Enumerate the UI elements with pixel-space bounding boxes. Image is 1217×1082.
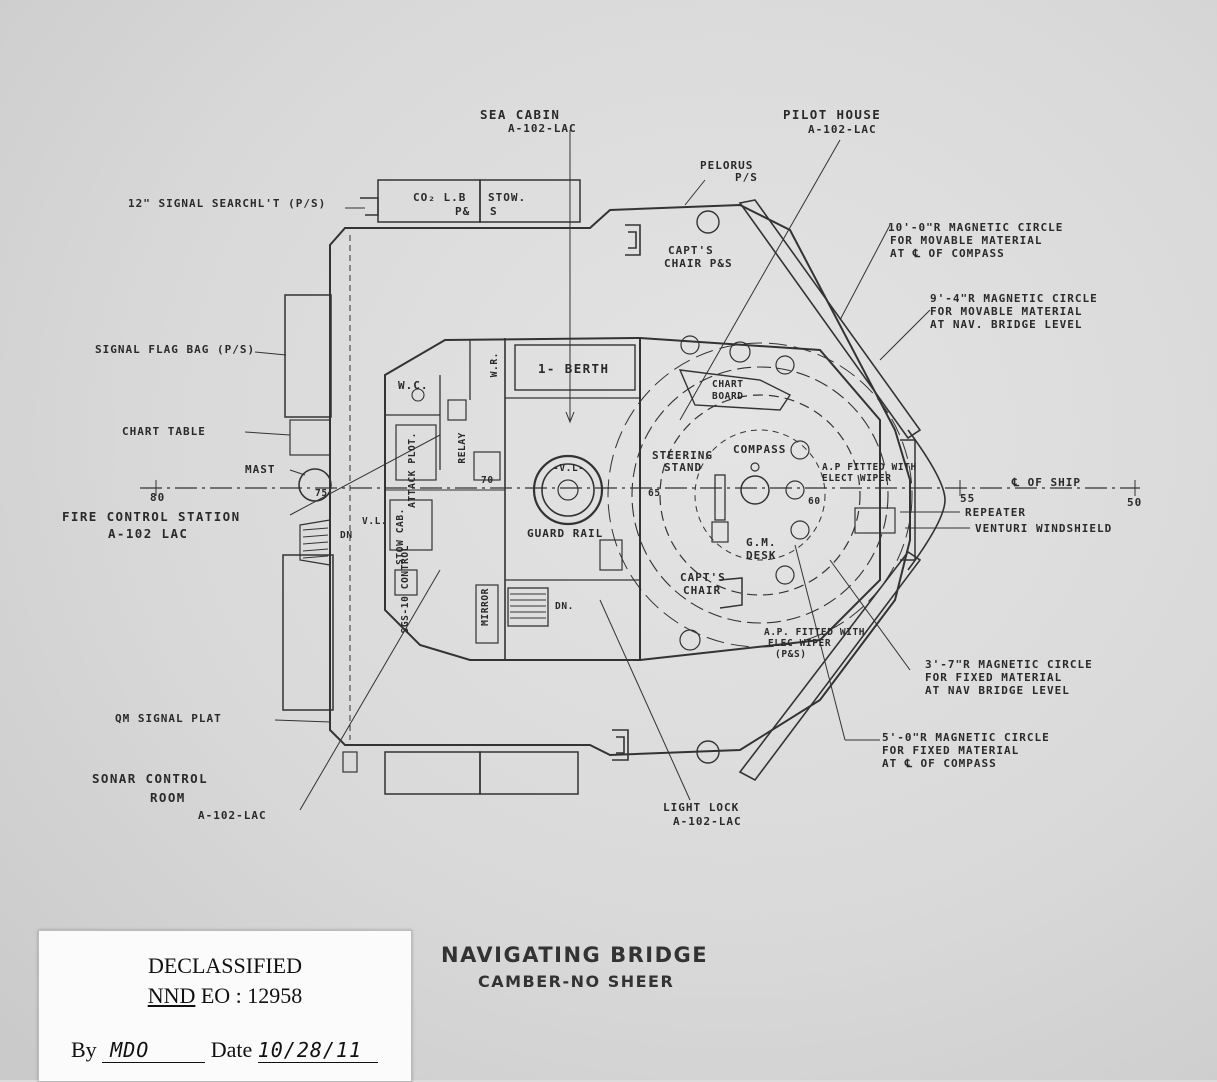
label-chart-table: CHART TABLE xyxy=(122,425,206,438)
label-frame-50: 50 xyxy=(1127,496,1143,509)
pilot-house-front xyxy=(907,429,946,571)
stamp-line-1: DECLASSIFIED xyxy=(147,953,302,978)
label-ap-fitted-b2: ELEC WIPER xyxy=(768,638,832,649)
label-circle-9-a: 9'-4"R MAGNETIC CIRCLE xyxy=(930,292,1098,305)
stamp-line-2: NND EO : 12958 xyxy=(39,983,411,1009)
deck-outline xyxy=(329,203,911,757)
label-co2: CO₂ L.B xyxy=(413,191,467,204)
label-circle-10-a: 10'-0"R MAGNETIC CIRCLE xyxy=(888,221,1064,234)
label-dn-left: DN xyxy=(340,530,353,541)
label-pilot-house-ref: A-102-LAC xyxy=(808,123,877,136)
label-stow: STOW. xyxy=(488,191,527,204)
label-circle-10-c: AT ℄ OF COMPASS xyxy=(890,247,1005,260)
label-repeater: REPEATER xyxy=(965,506,1026,519)
label-signal-searchlight: 12" SIGNAL SEARCHL'T (P/S) xyxy=(128,197,327,210)
label-vl-side: V.L. xyxy=(362,516,388,527)
label-frame-75: 75 xyxy=(315,488,328,499)
label-capts-chair-1: CAPT'S xyxy=(680,571,726,584)
label-frame-70: 70 xyxy=(481,475,494,486)
label-sea-cabin-ref: A-102-LAC xyxy=(508,122,577,135)
label-sonar-2: ROOM xyxy=(150,790,186,805)
label-steering-stand-2: STAND xyxy=(664,461,703,474)
label-wr: W.R. xyxy=(489,352,500,378)
stamp-by-label: By xyxy=(71,1037,97,1062)
label-attack-plot: ATTACK PLOT. xyxy=(407,432,418,508)
windshield-lower xyxy=(738,550,922,782)
label-guard-rail: GUARD RAIL xyxy=(527,527,604,540)
label-steering-stand-1: STEERING xyxy=(652,449,713,462)
label-circle-37-a: 3'-7"R MAGNETIC CIRCLE xyxy=(925,658,1093,671)
label-ap-fitted-2: ELECT WIPER xyxy=(822,473,892,484)
label-light-lock-ref: A-102-LAC xyxy=(673,815,742,828)
label-pilot-house: PILOT HOUSE xyxy=(783,107,882,122)
label-ap-fitted-b3: (P&S) xyxy=(775,649,807,660)
label-gm-desk-2: DESK xyxy=(746,549,777,562)
stamp-by-value: MDO xyxy=(102,1038,206,1063)
label-compass: COMPASS xyxy=(733,443,787,456)
label-venturi: VENTURI WINDSHIELD xyxy=(975,522,1113,535)
stamp-eo: EO : 12958 xyxy=(200,983,303,1008)
label-frame-60: 60 xyxy=(808,496,821,507)
label-qm-signal-plat: QM SIGNAL PLAT xyxy=(115,712,222,725)
label-circle-50-b: FOR FIXED MATERIAL xyxy=(882,744,1020,757)
label-mirror: MIRROR xyxy=(480,588,491,626)
label-circle-50-a: 5'-0"R MAGNETIC CIRCLE xyxy=(882,731,1050,744)
label-relay: RELAY xyxy=(457,432,468,464)
label-pelorus-side: P/S xyxy=(735,171,758,184)
label-fire-control: FIRE CONTROL STATION xyxy=(62,509,241,524)
label-circle-37-c: AT NAV BRIDGE LEVEL xyxy=(925,684,1070,697)
label-circle-37-b: FOR FIXED MATERIAL xyxy=(925,671,1063,684)
label-mast: MAST xyxy=(245,463,276,476)
label-circle-9-c: AT NAV. BRIDGE LEVEL xyxy=(930,318,1083,331)
label-circle-50-c: AT ℄ OF COMPASS xyxy=(882,757,997,770)
stamp-line-3: By MDO Date 10/28/11 xyxy=(71,1037,378,1063)
windshield-upper xyxy=(738,199,922,440)
label-cl-ship: ℄ OF SHIP xyxy=(1012,476,1082,489)
label-wc: W.C. xyxy=(398,379,429,392)
label-capts-chair-top-1: CAPT'S xyxy=(668,244,714,257)
label-sonar-ref: A-102-LAC xyxy=(198,809,267,822)
label-frame-55: 55 xyxy=(960,492,976,505)
label-frame-80: 80 xyxy=(150,491,166,504)
label-vl-center: -V.L- xyxy=(553,463,585,474)
label-capts-chair-2: CHAIR xyxy=(683,584,722,597)
pilot-house-inner xyxy=(900,439,916,561)
drawing-subtitle: CAMBER-NO SHEER xyxy=(478,972,675,991)
label-fire-control-ref: A-102 LAC xyxy=(108,526,189,541)
label-chart-board-1: CHART xyxy=(712,379,744,390)
label-co2-sides: P& xyxy=(455,205,471,218)
label-chart-board-2: BOARD xyxy=(712,391,744,402)
label-dn-center: DN. xyxy=(555,601,574,612)
declassified-stamp: DECLASSIFIED NND EO : 12958 By MDO Date … xyxy=(38,930,412,1082)
label-stow-side: S xyxy=(490,205,498,218)
label-circle-9-b: FOR MOVABLE MATERIAL xyxy=(930,305,1083,318)
label-gm-desk-1: G.M. xyxy=(746,536,777,549)
label-sonar-1: SONAR CONTROL xyxy=(92,771,209,786)
label-circle-10-b: FOR MOVABLE MATERIAL xyxy=(890,234,1043,247)
label-pelorus: PELORUS xyxy=(700,159,754,172)
drawing-title: NAVIGATING BRIDGE xyxy=(441,943,709,967)
label-sgs-control: SGS-10 CONTROL xyxy=(400,545,411,634)
central-cabin xyxy=(384,336,641,661)
label-berth: 1- BERTH xyxy=(538,361,610,376)
label-ap-fitted-b1: A.P. FITTED WITH xyxy=(764,627,866,638)
label-sea-cabin: SEA CABIN xyxy=(480,107,561,122)
stamp-date-value: 10/28/11 xyxy=(257,1038,378,1063)
label-light-lock: LIGHT LOCK xyxy=(663,801,740,814)
label-frame-65: 65 xyxy=(648,488,661,499)
label-capts-chair-top-2: CHAIR P&S xyxy=(664,257,733,270)
stamp-date-label: Date xyxy=(210,1037,253,1062)
label-ap-fitted-1: A.P FITTED WITH xyxy=(822,462,917,473)
pilot-house-outline xyxy=(639,337,881,661)
stamp-nnd: NND xyxy=(147,983,196,1008)
label-signal-flag-bag: SIGNAL FLAG BAG (P/S) xyxy=(95,343,256,356)
